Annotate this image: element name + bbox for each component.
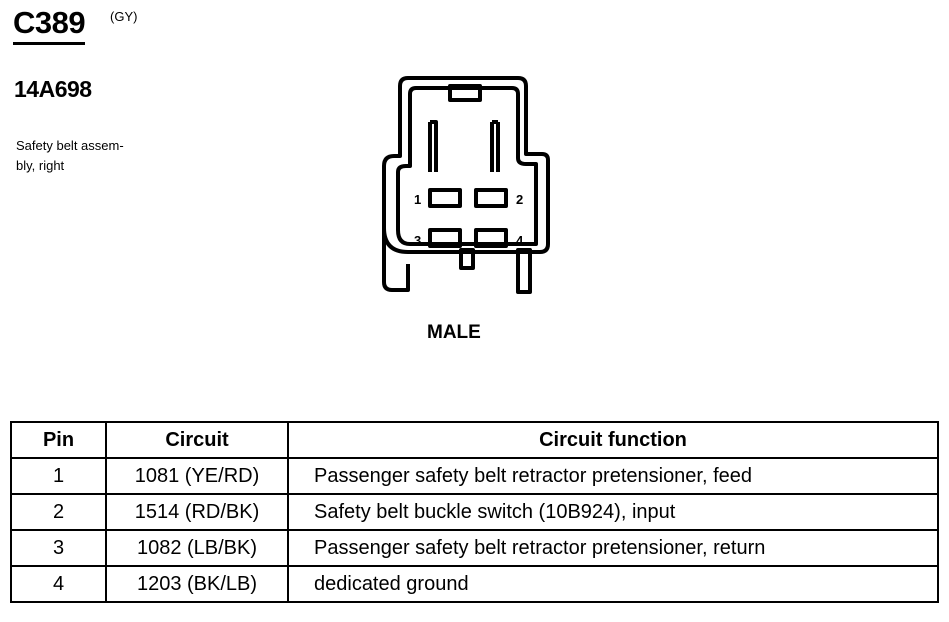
cell-function: dedicated ground <box>287 565 939 603</box>
header-function: Circuit function <box>287 421 939 459</box>
housing-inner <box>396 86 538 246</box>
table-row: 4 1203 (BK/LB) dedicated ground <box>10 565 939 603</box>
connector-id: C389 <box>13 6 86 45</box>
cell-circuit: 1081 (YE/RD) <box>105 457 289 495</box>
pin-table: Pin Circuit Circuit function 1 1081 (YE/… <box>10 421 939 603</box>
description-line-1: Safety belt assem- <box>16 138 124 153</box>
pin-cavity-4 <box>474 228 508 248</box>
cell-function: Passenger safety belt retractor pretensi… <box>287 529 939 567</box>
connector-gender: MALE <box>427 322 481 343</box>
pin-label-1: 1 <box>414 192 421 207</box>
pin-label-4: 4 <box>516 233 524 248</box>
cell-pin: 4 <box>10 565 107 603</box>
housing-outline <box>382 76 550 254</box>
cell-circuit: 1082 (LB/BK) <box>105 529 289 567</box>
table-row: 3 1082 (LB/BK) Passenger safety belt ret… <box>10 529 939 567</box>
cell-function: Safety belt buckle switch (10B924), inpu… <box>287 493 939 531</box>
pin-cavity-3 <box>428 228 462 248</box>
cell-function: Passenger safety belt retractor pretensi… <box>287 457 939 495</box>
latch-tab <box>448 84 482 102</box>
table-row: 1 1081 (YE/RD) Passenger safety belt ret… <box>10 457 939 495</box>
connector-description: Safety belt assem- bly, right <box>16 136 176 176</box>
connector-face-diagram: 1 2 3 4 <box>382 76 550 294</box>
housing-hook-left <box>382 228 410 292</box>
connector-color: (GY) <box>110 9 138 24</box>
cell-circuit: 1514 (RD/BK) <box>105 493 289 531</box>
housing-peg-right <box>516 248 532 294</box>
table-header-row: Pin Circuit Circuit function <box>10 421 939 459</box>
pin-cavity-1 <box>428 188 462 208</box>
header-circuit: Circuit <box>105 421 289 459</box>
pin-label-3: 3 <box>414 233 421 248</box>
description-line-2: bly, right <box>16 158 65 173</box>
cell-pin: 3 <box>10 529 107 567</box>
pin-cavity-2 <box>474 188 508 208</box>
cell-circuit: 1203 (BK/LB) <box>105 565 289 603</box>
header-pin: Pin <box>10 421 107 459</box>
cell-pin: 1 <box>10 457 107 495</box>
housing-peg-center <box>459 248 475 270</box>
pin-label-2: 2 <box>516 192 523 207</box>
table-row: 2 1514 (RD/BK) Safety belt buckle switch… <box>10 493 939 531</box>
cell-pin: 2 <box>10 493 107 531</box>
part-number: 14A698 <box>14 76 92 102</box>
